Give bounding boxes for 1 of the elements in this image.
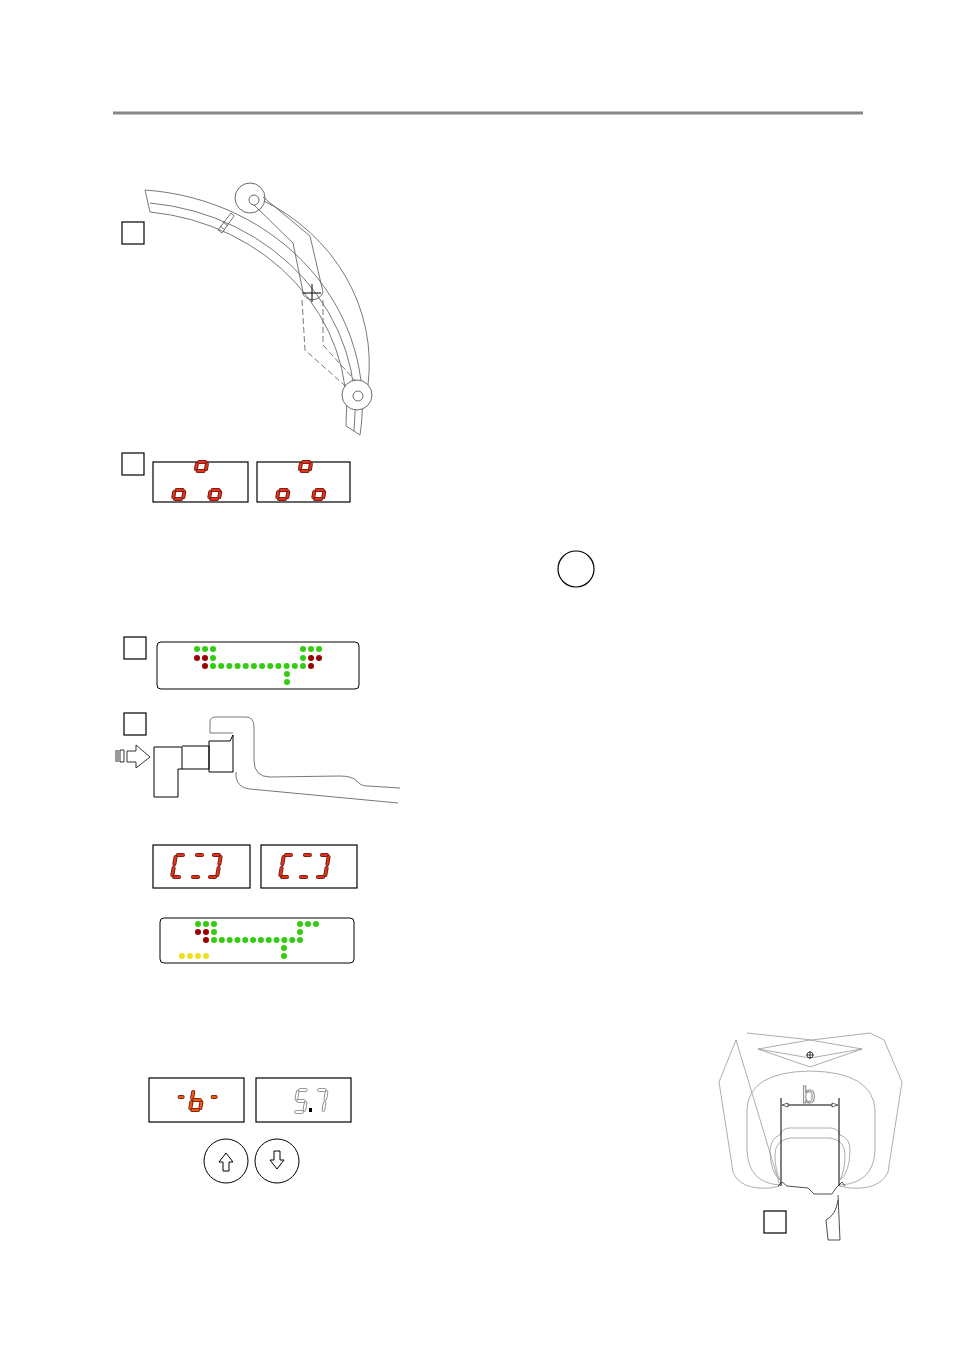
dimension-label: b xyxy=(802,1083,816,1107)
